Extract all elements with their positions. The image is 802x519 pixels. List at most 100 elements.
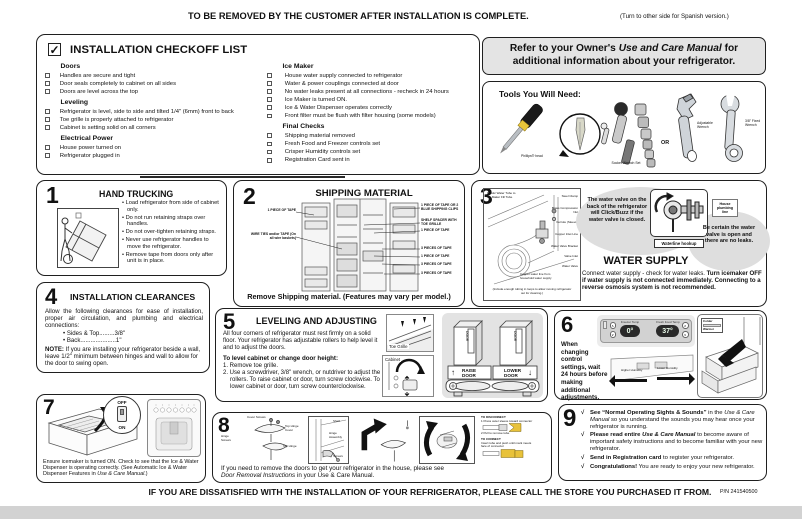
raise-door-label: RAISE DOOR: [462, 368, 477, 379]
checkoff-item: Handles are secure and tight: [43, 73, 259, 79]
raise-lower-doors-figure: ↑ RAISE DOOR LOWER DOOR ↓ DOOR DOOR: [442, 313, 543, 398]
refer-text: Refer to your Owner's Use and Care Manua…: [509, 43, 739, 67]
checkoff-title: INSTALLATION CHECKOFF LIST: [70, 44, 248, 56]
disconnect-heading: TO DISCONNECT: [481, 415, 506, 419]
higher-humidity-label: Higher Humidity: [621, 368, 643, 372]
diagram-label: (Include enough tubing in loops to allow…: [492, 287, 572, 295]
ship-label: WIRE TIES and/or TAPE (On all wire baske…: [250, 232, 296, 240]
diagram-label: Ferrule (Sleeve): [556, 220, 578, 224]
ship-label: 3 PIECES OF TAPE: [421, 246, 452, 250]
checkoff-item: Fresh Food and Freezer controls set: [265, 141, 477, 147]
raise-arrow: ↑: [451, 368, 455, 377]
step5-subhead: To level cabinet or change door height:: [223, 355, 339, 362]
refer-box: Refer to your Owner's Use and Care Manua…: [482, 37, 766, 75]
disconnect-step2: 2 Pull to remove tube: [481, 431, 510, 435]
lower-arrow: ↓: [528, 368, 532, 377]
checkoff-item: Water & power couplings connected at doo…: [265, 81, 477, 87]
diagram-label: Brass Compression Nut: [551, 206, 578, 214]
rotate-hinge-view: [361, 418, 409, 462]
checkoff-item: Registration Card sent in: [265, 157, 477, 163]
off-label: OFF: [117, 400, 127, 405]
tool-label-socket: Socket Wrench Set: [611, 161, 641, 165]
checkbox: [267, 97, 272, 103]
check-icon: √: [581, 410, 585, 416]
checkoff-left-column: Doors Handles are secure and tight Door …: [43, 59, 259, 161]
checkoff-item: Ice & Water Dispenser operates correctly: [265, 105, 477, 111]
freezer-down-button: ∨: [609, 331, 616, 338]
door-label-2: DOOR: [513, 331, 517, 342]
checkbox: [267, 89, 272, 95]
step8-footer: If you need to remove the doors to get y…: [221, 465, 444, 480]
humidity-control-image: Higher Humidity Lower Humidity: [609, 351, 695, 397]
fresh-up-button: ∧: [682, 322, 689, 329]
diagram-label: Copper Inlet Line: [555, 232, 578, 236]
tool-label-fixed: 3/8" Fixed Wrench: [745, 119, 761, 127]
section-heading: Ice Maker: [282, 62, 314, 70]
checkoff-item: Refrigerator plugged in: [43, 153, 259, 159]
tool-label-adjustable: Adjustable Wrench: [697, 121, 713, 129]
step9-final-notes: 9 √See “Normal Operating Sights & Sounds…: [558, 404, 767, 481]
crisper-tag: Colder Warmer: [701, 318, 723, 333]
step7-text: Ensure icemaker is turned ON. Check to s…: [43, 459, 199, 478]
checkbox: [267, 157, 272, 163]
step9-number: 9: [563, 405, 577, 432]
checkbox: [267, 73, 272, 78]
water-hookup-diagram: Plastic Water Tube to Ice Maker Fill Tub…: [483, 188, 581, 301]
disconnect-step1: 1 Press outer sleeve toward connector: [481, 418, 533, 423]
tool-label-or: OR: [661, 140, 670, 146]
freezer-temp-display: 0°: [620, 325, 640, 337]
check-icon: √: [581, 432, 585, 439]
hinge-exploded-view: [254, 418, 288, 460]
connect-step1: Insert tube and push until mark meets fa…: [481, 440, 532, 448]
checkoff-item: Shipping material removed: [265, 133, 477, 139]
ship-label: 3 PIECES OF TAPE: [421, 271, 452, 275]
checkbox: [267, 133, 272, 139]
waterline-hookup-tag: Waterline hookup: [654, 239, 704, 248]
switch-inset: OFF ON: [103, 396, 141, 434]
checkoff-item: Doors are level across the top: [43, 89, 259, 95]
on-label: ON: [118, 425, 126, 430]
ship-label: 1 PIECE OF TAPE OR 2 BLUE SHIPPING CLIPS: [421, 203, 459, 211]
diagram-label: Plastic Water Tube to Ice Maker Fill Tub…: [487, 191, 516, 199]
page-bottom-strip: [0, 506, 802, 519]
step1-bullets: • Load refrigerator from side of cabinet…: [122, 200, 219, 265]
checkbox: [267, 113, 272, 119]
checked-box-icon: ✓: [48, 43, 61, 57]
checkoff-item: Ice Maker is turned ON.: [265, 97, 477, 103]
tools-illustration: [500, 93, 743, 168]
warmer-label: Warmer: [703, 326, 715, 331]
hinge-label: Top Hinge: [283, 444, 297, 448]
checkbox: [45, 109, 50, 114]
corner-frame: Shelf Hinge Assembly Screws: [308, 416, 349, 464]
checkoff-item: Door seals completely to cabinet on all …: [43, 81, 259, 87]
step3-text: Connect water supply - check for water l…: [582, 270, 762, 292]
checkbox: [45, 89, 50, 95]
cabinet-roller-image: Cabinet: [382, 355, 434, 397]
step5-leveling-adjusting: 5 LEVELING AND ADJUSTING All four corner…: [215, 308, 548, 402]
ship-label: 3 PIECES OF TAPE: [421, 262, 452, 266]
lower-humidity-label: Lower Humidity: [657, 366, 678, 370]
checkbox: [45, 117, 50, 123]
step7-icemaker: 7 OFF ON: [36, 394, 206, 483]
part-number: P/N 241540500: [720, 489, 758, 495]
dissatisfied-notice: IF YOU ARE DISSATISFIED WITH THE INSTALL…: [148, 487, 712, 497]
installation-checkoff-list: ✓ INSTALLATION CHECKOFF LIST Doors Handl…: [36, 34, 480, 175]
checkbox: [267, 105, 272, 111]
bubble2-text: Be certain the water valve is open and t…: [702, 225, 756, 245]
diagram-label: Valve Inlet: [564, 254, 578, 258]
ship-label: 1 PIECE OF TAPE: [421, 254, 450, 258]
checkbox: [267, 81, 272, 86]
ship-label: SHELF SPACER WITH TOE GRILLE: [421, 218, 457, 226]
step4-bullets: • Sides & Top.........3/8" • Back.......…: [63, 330, 126, 345]
checkbox: [45, 125, 50, 131]
step2-footer: Remove Shipping material. (Features may …: [247, 292, 451, 301]
step9-items: √See “Normal Operating Sights & Sounds” …: [581, 410, 763, 470]
tools-title: Tools You Will Need:: [499, 89, 581, 99]
freezer-up-button: ∧: [609, 322, 616, 329]
step6-number: 6: [561, 312, 574, 337]
checkoff-item: Cabinet is setting solid on all corners: [43, 125, 259, 131]
toe-grille-label: Toe Grille: [388, 344, 409, 349]
step4-note: NOTE: If you are installing your refrige…: [45, 346, 201, 367]
hinge-label: Top Hinge Cover: [285, 424, 299, 432]
